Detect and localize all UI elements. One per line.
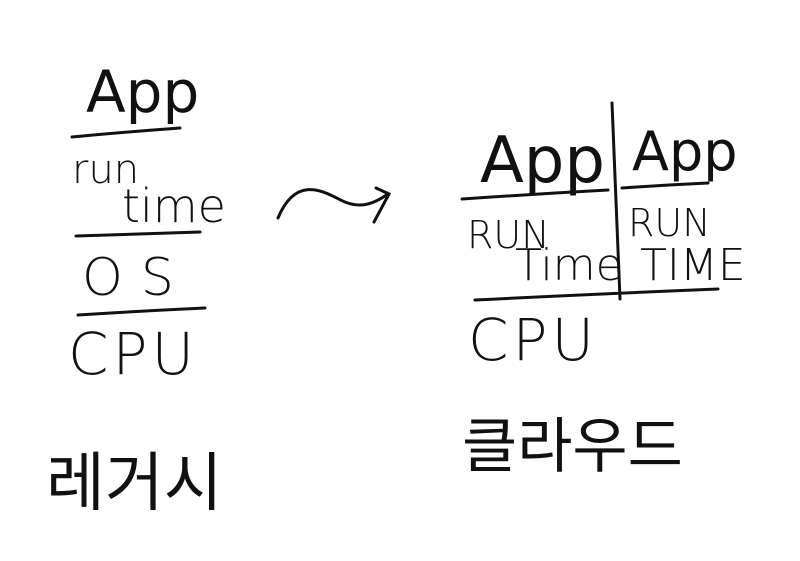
cloud-app-1-label: App	[480, 124, 605, 198]
cloud-divider-app-1	[460, 188, 610, 201]
cloud-base-divider	[473, 287, 720, 302]
legacy-os-label: OS	[82, 248, 192, 308]
cloud-caption: 클라우드	[462, 412, 683, 482]
legacy-time-label: time	[122, 179, 226, 233]
legacy-run-label: run	[72, 147, 139, 193]
cloud-runtime-1a-label: RUN	[467, 213, 550, 257]
legacy-app-label: App	[86, 58, 199, 126]
cloud-runtime-2b-label: TIME	[640, 240, 746, 291]
cloud-app-2-label: App	[632, 120, 738, 183]
legacy-stack: App run time OS CPU 레거시	[46, 58, 226, 521]
cloud-runtime-1b-label: Time	[515, 240, 623, 291]
cloud-stack: App RUN Time App RUN TIME CPU 클라우드	[460, 101, 746, 482]
arrow-head-icon	[372, 186, 392, 224]
legacy-cpu-label: CPU	[68, 320, 198, 388]
legacy-divider-3	[76, 306, 207, 317]
legacy-caption: 레거시	[46, 447, 223, 521]
cloud-vertical-divider	[610, 101, 622, 301]
cloud-runtime-2a-label: RUN	[628, 201, 711, 245]
legacy-divider-2	[74, 230, 202, 238]
cloud-divider-app-2	[620, 181, 710, 190]
legacy-divider-1	[70, 126, 182, 139]
cloud-cpu-label: CPU	[468, 306, 598, 374]
arrow-curve	[276, 188, 390, 220]
